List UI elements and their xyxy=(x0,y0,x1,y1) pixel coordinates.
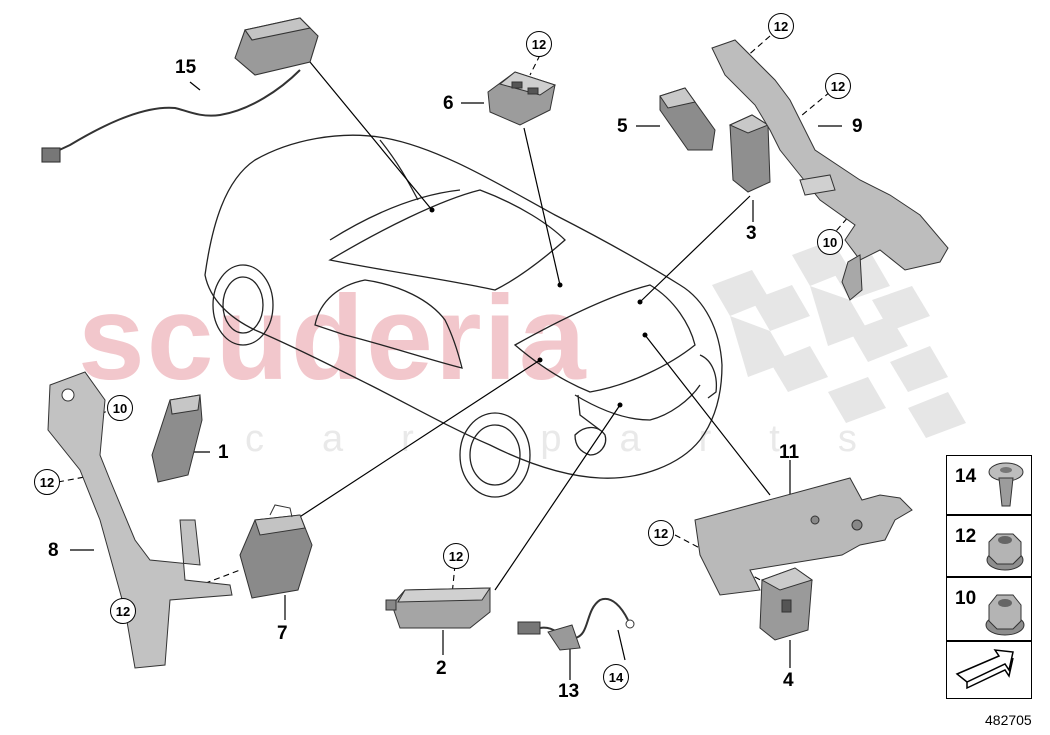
part-13-cable xyxy=(517,597,635,651)
circled-callout-12: 12 xyxy=(443,543,469,569)
checker-flag-icon xyxy=(712,240,966,438)
image-number: 482705 xyxy=(985,712,1032,728)
nut-icon xyxy=(986,533,1024,571)
callout-15: 15 xyxy=(175,57,197,78)
callout-2: 2 xyxy=(436,658,447,679)
legend-number: 10 xyxy=(955,588,977,609)
callout-3: 3 xyxy=(746,223,757,244)
legend-item-10: 10 xyxy=(946,577,1032,641)
part-8-bracket xyxy=(47,371,233,669)
part-3-antenna-unit xyxy=(728,114,771,193)
circled-callout-14: 14 xyxy=(603,664,629,690)
part-6-module xyxy=(487,71,557,126)
part-4-module xyxy=(759,567,814,641)
part-15-mirror-antenna xyxy=(41,17,319,163)
circled-callout-12: 12 xyxy=(34,469,60,495)
callout-11: 11 xyxy=(779,442,800,463)
car-outline xyxy=(204,134,723,498)
part-7-module xyxy=(239,504,313,599)
nut-icon xyxy=(985,594,1025,636)
legend-item-12: 12 xyxy=(946,515,1032,577)
callout-6: 6 xyxy=(443,93,454,114)
legend-arrow-box xyxy=(946,641,1032,699)
circled-callout-12: 12 xyxy=(526,31,552,57)
callout-7: 7 xyxy=(277,623,288,644)
callout-8: 8 xyxy=(48,540,59,561)
callout-1: 1 xyxy=(218,442,229,463)
part-9-bracket xyxy=(711,39,949,301)
part-5-antenna-unit xyxy=(659,87,716,151)
circled-callout-12: 12 xyxy=(648,520,674,546)
callout-13: 13 xyxy=(558,681,580,702)
arrow-icon xyxy=(955,649,1014,690)
legend-item-14: 14 xyxy=(946,455,1032,515)
legend-number: 12 xyxy=(955,526,977,547)
circled-callout-10: 10 xyxy=(817,229,843,255)
part-11-bracket xyxy=(694,477,913,596)
legend-number: 14 xyxy=(955,466,977,487)
circled-callout-12: 12 xyxy=(110,598,136,624)
callout-5: 5 xyxy=(617,116,628,137)
circled-callout-12: 12 xyxy=(825,73,851,99)
callout-4: 4 xyxy=(783,670,794,691)
circled-callout-12: 12 xyxy=(768,13,794,39)
part-1-antenna-unit xyxy=(151,394,203,483)
circled-callout-10: 10 xyxy=(107,395,133,421)
part-2-amplifier xyxy=(385,587,491,629)
screw-icon xyxy=(988,462,1024,507)
leader-lines xyxy=(70,61,842,680)
callout-9: 9 xyxy=(852,116,863,137)
